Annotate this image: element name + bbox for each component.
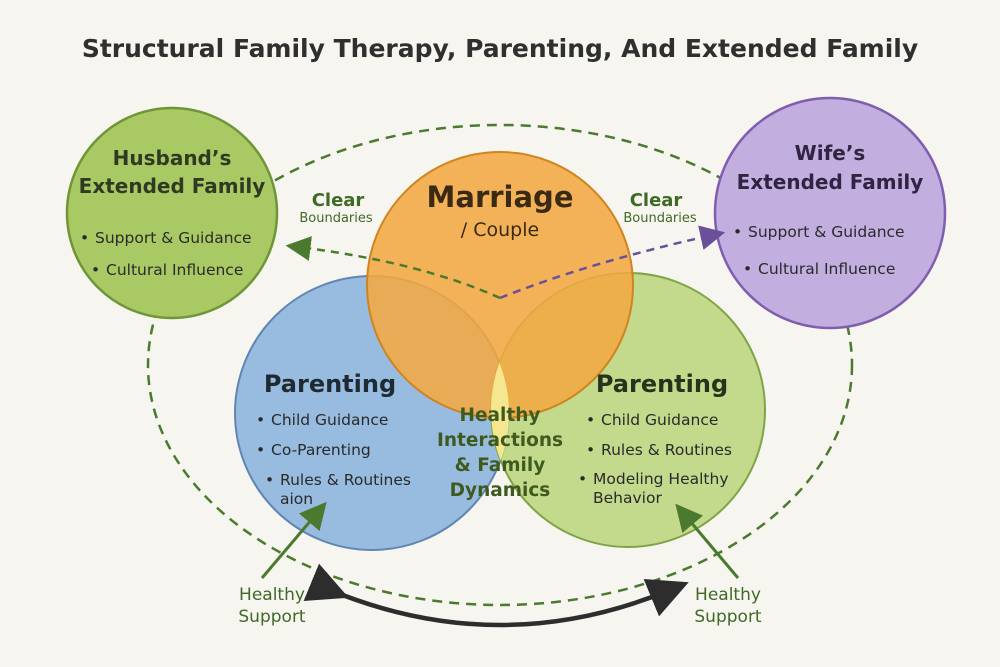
bullet-dot: •: [80, 229, 89, 247]
parenting-right-title: Parenting: [596, 370, 728, 398]
center-line: Healthy: [460, 405, 541, 426]
center-line: & Family: [455, 455, 546, 476]
support-right-line1: Healthy: [695, 585, 761, 605]
boundaries-left-subtitle: Boundaries: [299, 211, 373, 226]
parenting-right-item: Child Guidance: [601, 411, 718, 429]
parenting-right-extra: Behavior: [593, 489, 662, 507]
parenting-left-extra: aion: [280, 490, 313, 508]
reciprocal-support-arrow: [303, 563, 689, 628]
center-line: Interactions: [437, 430, 563, 451]
support-right-line2: Support: [694, 607, 762, 627]
parenting-left-title: Parenting: [264, 370, 396, 398]
husband-family-circle: [65, 106, 279, 320]
boundaries-right-subtitle: Boundaries: [623, 211, 697, 226]
parenting-right-item: Rules & Routines: [601, 441, 732, 459]
bullet-dot: •: [586, 411, 595, 429]
boundary-arrow-left: [285, 236, 501, 300]
boundaries-right-title: Clear: [630, 190, 683, 211]
husband-family-item: Cultural Influence: [106, 261, 243, 279]
wife-family-item: Cultural Influence: [758, 260, 895, 278]
boundaries-left-title: Clear: [312, 190, 365, 211]
bullet-dot: •: [265, 471, 274, 489]
bullet-dot: •: [256, 411, 265, 429]
bullet-dot: •: [256, 441, 265, 459]
husband-family-title-line2: Extended Family: [79, 174, 266, 198]
wife-family-title-line2: Extended Family: [737, 170, 924, 194]
husband-family-title-line1: Husband’s: [113, 146, 232, 170]
marriage-title: Marriage: [427, 180, 574, 214]
support-left-line1: Healthy: [239, 585, 305, 605]
bullet-dot: •: [733, 223, 742, 241]
parenting-left-item: Child Guidance: [271, 411, 388, 429]
parenting-right-item: Modeling Healthy: [593, 470, 729, 488]
center-line: Dynamics: [450, 480, 551, 501]
wife-family-circle: [713, 96, 947, 330]
diagram-title: Structural Family Therapy, Parenting, An…: [82, 34, 918, 63]
husband-family-item: Support & Guidance: [95, 229, 252, 247]
support-arrow-right: [675, 503, 740, 579]
marriage-subtitle: / Couple: [461, 219, 539, 241]
bullet-dot: •: [743, 260, 752, 278]
boundary-arrow-right: [499, 225, 726, 300]
bullet-dot: •: [586, 441, 595, 459]
parenting-left-item: Co-Parenting: [271, 441, 371, 459]
wife-family-title-line1: Wife’s: [795, 141, 866, 165]
bullet-dot: •: [91, 261, 100, 279]
parenting-left-item: Rules & Routines: [280, 471, 411, 489]
bullet-dot: •: [578, 470, 587, 488]
support-left-line2: Support: [238, 607, 306, 627]
wife-family-item: Support & Guidance: [748, 223, 905, 241]
support-arrow-left: [260, 501, 327, 579]
